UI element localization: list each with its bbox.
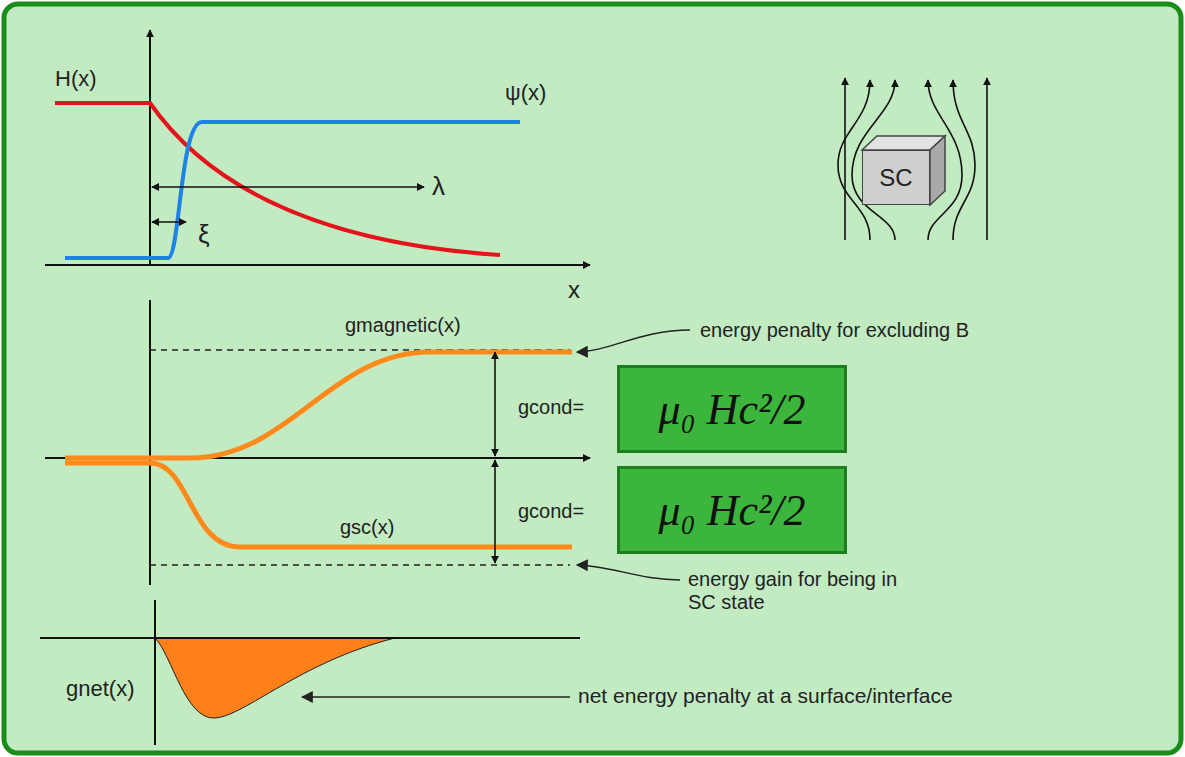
superconductor-block: SC bbox=[862, 150, 930, 205]
net-energy-area bbox=[155, 638, 395, 718]
box-text: SC bbox=[879, 164, 912, 192]
panel-ground bbox=[4, 4, 1181, 753]
length-markers bbox=[150, 178, 424, 232]
gap-arrows bbox=[494, 352, 496, 563]
length-symbol: λ bbox=[432, 172, 445, 202]
axes-middle bbox=[45, 300, 590, 585]
field-lines bbox=[838, 78, 987, 240]
axes-bottom bbox=[40, 600, 580, 745]
gap-label: gcond= bbox=[518, 396, 584, 419]
sc-energy-curve bbox=[65, 463, 572, 547]
curve-label: gmagnetic(x) bbox=[345, 314, 461, 337]
curve-label: ψ(x) bbox=[505, 80, 546, 105]
cube-faces bbox=[862, 136, 945, 205]
magnetic-energy-curve bbox=[65, 352, 572, 458]
axes-top bbox=[45, 30, 590, 265]
order-parameter-curve bbox=[65, 122, 520, 258]
formula-box: μ₀ Hc²/2 bbox=[617, 365, 847, 453]
annotation: net energy penalty at a surface/interfac… bbox=[578, 684, 953, 708]
curve-label: gsc(x) bbox=[340, 516, 394, 539]
length-symbol: ξ bbox=[198, 220, 210, 250]
annotation: energy penalty for excluding B bbox=[700, 319, 969, 342]
axis-label: H(x) bbox=[55, 66, 97, 91]
formula-box: μ₀ Hc²/2 bbox=[617, 466, 847, 554]
box-text: μ₀ Hc²/2 bbox=[658, 384, 805, 435]
axis-label: gnet(x) bbox=[66, 676, 134, 701]
axis-label: x bbox=[568, 276, 580, 304]
gap-label: gcond= bbox=[518, 500, 584, 523]
field-curve bbox=[55, 103, 500, 255]
annotation: energy gain for being in SC state bbox=[688, 568, 903, 614]
box-text: μ₀ Hc²/2 bbox=[658, 485, 805, 536]
